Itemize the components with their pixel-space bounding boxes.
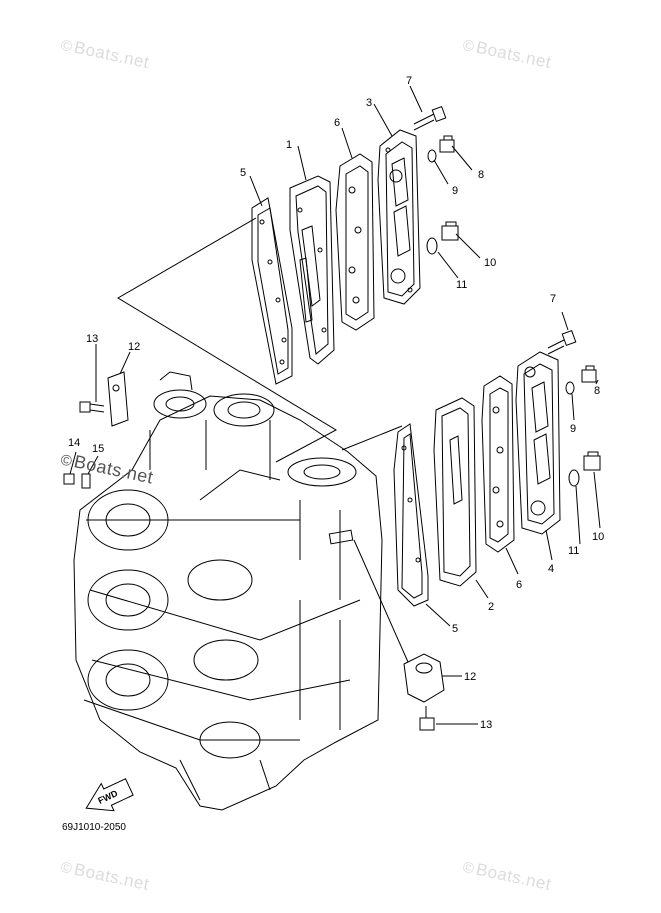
callout-label: 4 bbox=[548, 563, 554, 575]
lower-plug-10 bbox=[583, 451, 601, 471]
upper-plate-1 bbox=[289, 175, 335, 365]
left-bracket-12 bbox=[107, 371, 129, 427]
part-15 bbox=[81, 473, 91, 489]
callout-label: 13 bbox=[86, 333, 98, 345]
callout-label: 3 bbox=[366, 97, 372, 109]
lower-bolt-7 bbox=[547, 330, 577, 355]
upper-plug-8 bbox=[439, 135, 455, 153]
lower-bolt-13 bbox=[419, 706, 435, 731]
callout-label: 1 bbox=[286, 139, 292, 151]
callout-label: 11 bbox=[568, 545, 579, 557]
upper-plug-10 bbox=[441, 221, 459, 241]
callout-label: 12 bbox=[128, 341, 140, 353]
callout-label: 13 bbox=[480, 719, 492, 731]
callout-label: 8 bbox=[594, 385, 600, 397]
left-bolt-13 bbox=[79, 401, 105, 413]
callout-label: 7 bbox=[550, 293, 556, 305]
upper-washer-11 bbox=[426, 237, 438, 255]
lower-plate-2 bbox=[433, 397, 477, 587]
lower-gasket-6 bbox=[481, 375, 515, 553]
callout-label: 14 bbox=[68, 437, 80, 449]
fwd-arrow-icon bbox=[85, 778, 134, 812]
callout-label: 2 bbox=[488, 601, 494, 613]
lower-cover-4 bbox=[515, 351, 561, 535]
upper-cover-3 bbox=[377, 129, 421, 305]
callout-label: 9 bbox=[452, 185, 458, 197]
callout-labels: 1 2 3 4 5 5 6 6 7 7 8 8 9 9 10 10 11 11 … bbox=[68, 75, 604, 731]
callout-label: 7 bbox=[406, 75, 412, 87]
callout-label: 9 bbox=[570, 423, 576, 435]
callout-label: 10 bbox=[484, 257, 496, 269]
callout-label: 5 bbox=[452, 623, 458, 635]
lower-gasket-5 bbox=[393, 423, 429, 607]
callout-label: 6 bbox=[334, 117, 340, 129]
callout-label: 12 bbox=[464, 671, 476, 683]
upper-gasket-6 bbox=[335, 153, 375, 331]
lower-bracket-12 bbox=[403, 653, 445, 703]
callout-label: 5 bbox=[240, 167, 246, 179]
engine-block bbox=[73, 371, 383, 811]
part-14 bbox=[63, 473, 75, 485]
callout-label: 10 bbox=[592, 531, 604, 543]
diagram-code: 69J1010-2050 bbox=[62, 822, 126, 833]
lower-washer-9 bbox=[565, 381, 575, 395]
upper-gasket-5 bbox=[251, 197, 293, 385]
lower-washer-11 bbox=[568, 469, 580, 487]
upper-bolt-7 bbox=[413, 106, 447, 131]
callout-label: 11 bbox=[456, 279, 467, 291]
upper-washer-9 bbox=[427, 149, 437, 163]
callout-label: 6 bbox=[516, 579, 522, 591]
callout-label: 8 bbox=[478, 169, 484, 181]
lower-plug-8 bbox=[581, 365, 597, 383]
callout-label: 15 bbox=[92, 443, 104, 455]
